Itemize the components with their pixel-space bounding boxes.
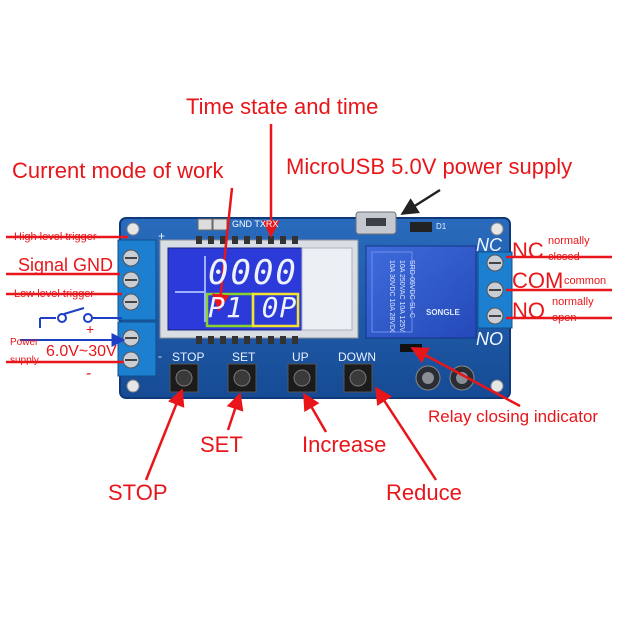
power-supply-label: Power supply (10, 337, 39, 366)
time-state-highlight-box (251, 292, 300, 328)
led-d1-label: D1 (436, 222, 447, 231)
relay-brand: SONGLE (426, 308, 460, 317)
button-stop[interactable] (169, 363, 199, 393)
current-mode-arrow (211, 187, 234, 312)
signal-gnd-label: Signal GND (18, 255, 114, 275)
stop-label: STOP (108, 480, 168, 505)
power-plus-symbol: + (86, 321, 95, 337)
com-label: COM (512, 268, 564, 293)
button-down[interactable] (343, 363, 373, 393)
time-state-label: Time state and time (186, 94, 379, 119)
lcd-top-digits: 0000 (208, 253, 298, 293)
board-minus-mark: - (158, 349, 162, 363)
relay (365, 245, 477, 339)
normally-open-label: normally open (552, 296, 594, 324)
increase-label: Increase (302, 432, 387, 457)
switch-symbol (39, 307, 122, 328)
relay-indicator-arrow (410, 346, 521, 408)
low-level-trigger-label: Low level trigger (14, 288, 95, 300)
led-d1 (410, 222, 432, 232)
high-level-trigger-label: High level trigger (14, 231, 97, 243)
button-down-label: DOWN (338, 350, 376, 364)
microusb-label: MicroUSB 5.0V power supply (286, 154, 573, 179)
lcd-screen (167, 247, 303, 331)
power-minus-symbol: - (86, 365, 92, 382)
button-set[interactable] (227, 363, 257, 393)
button-set-label: SET (232, 350, 256, 364)
button-up-label: UP (292, 350, 309, 364)
board-nc-label: NC (476, 235, 502, 255)
normally-closed-label: normally closed (548, 235, 590, 263)
header-pin-label: GND TXRX (232, 219, 279, 229)
nc-label: NC (512, 238, 544, 263)
common-label: common (564, 275, 607, 287)
board-no-label: NO (476, 329, 503, 349)
reduce-arrow (374, 386, 438, 481)
button-up[interactable] (287, 363, 317, 393)
voltage-range-label: 6.0V~30V (46, 343, 117, 360)
reduce-label: Reduce (386, 480, 462, 505)
usb-arrow (400, 188, 441, 216)
set-arrow (226, 392, 244, 431)
button-stop-label: STOP (172, 350, 205, 364)
relay-model: SRD-05VDC-SL-C (408, 260, 415, 318)
current-mode-label: Current mode of work (12, 158, 224, 183)
no-label: NO (512, 298, 545, 323)
relay-rating-2: 10A 30VDC 10A 28VDC (388, 260, 395, 332)
relay-rating-1: 10A 250VAC 10A 125VAC (398, 260, 405, 332)
right-terminal-block (477, 251, 513, 329)
relay-indicator-label: Relay closing indicator (428, 407, 599, 426)
board-plus-mark: + (158, 229, 166, 243)
increase-arrow (302, 392, 328, 433)
header-pins (197, 218, 228, 231)
left-terminal-block (117, 239, 157, 377)
stop-arrow (144, 388, 185, 481)
set-label: SET (200, 432, 243, 457)
lcd-bottom-text: P1 0P (208, 291, 298, 324)
relay-text: SRD-05VDC-SL-C 10A 250VAC 10A 125VAC 10A… (372, 252, 472, 332)
